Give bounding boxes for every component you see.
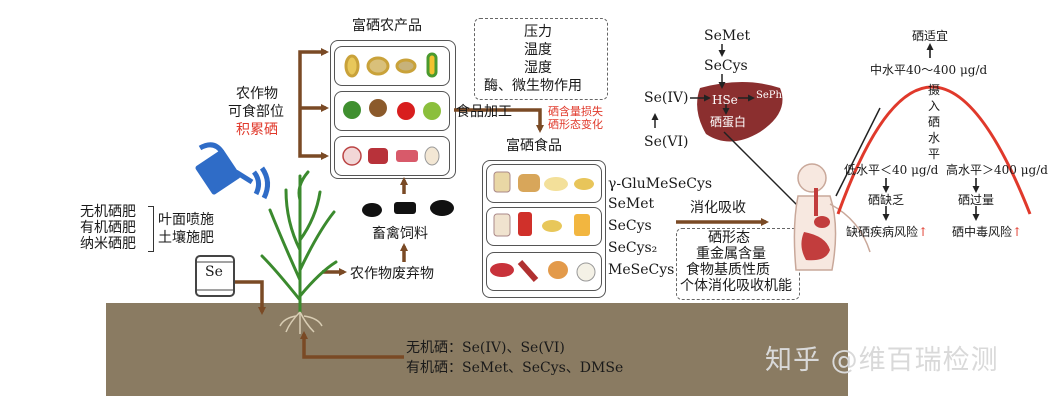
fertilizer-bracket (148, 206, 154, 252)
watering-can-icon (195, 142, 270, 200)
flow-arrows (234, 48, 769, 359)
species-2: SeMet (608, 196, 655, 212)
roots-icon (279, 311, 323, 334)
processing-factor-2: 温度 (524, 42, 552, 58)
intake-axis-5: 平 (928, 147, 941, 161)
fertilizer-bag-icon (195, 255, 235, 297)
edible-part-line1: 农作物 (236, 86, 278, 102)
arrow-to-meat (298, 112, 329, 160)
body-pointer-line (835, 107, 881, 197)
jar-food-icons (493, 212, 590, 237)
intake-axis-3: 硒 (928, 115, 941, 129)
edible-part-line2: 可食部位 (228, 104, 284, 120)
absorption-factor-2: 重金属含量 (696, 246, 766, 262)
intake-deficiency: 硒缺乏 (868, 193, 905, 207)
intake-low-level: 低水平＜40 μg/d (844, 163, 939, 177)
intake-curve (836, 85, 1032, 215)
products-title: 富硒农产品 (352, 18, 422, 34)
arrow-soil-fertilizer (234, 280, 266, 315)
meat-icons (342, 146, 440, 166)
liver-se6: Se(VI) (644, 134, 689, 150)
watermark: 知乎 @维百瑞检测 (765, 345, 999, 376)
plant-icon (260, 170, 338, 314)
liver-icon (697, 82, 783, 142)
meat-food-icons (490, 260, 596, 282)
vegetable-fruit-icons (343, 99, 441, 120)
intake-high-level: 高水平＞400 μg/d (946, 163, 1048, 177)
soil-layer (106, 303, 848, 396)
absorption-factors-box (676, 228, 800, 300)
staple-food-icons (493, 171, 594, 193)
soil-inorganic: 无机硒：Se(IV)、Se(VI) (406, 340, 565, 356)
intake-toxicity-risk: 硒中毒风险↑ (952, 224, 1022, 240)
deficiency-risk-text: 缺硒疾病风险 (846, 225, 919, 239)
species-1: γ-GluMeSeCys (608, 176, 713, 192)
se-bag-label: Se (205, 264, 223, 280)
arrow-to-products (298, 48, 329, 112)
liver-secys: SeCys (704, 58, 748, 74)
loss-note-line2: 硒形态变化 (548, 118, 603, 131)
liver-selenoprotein: 硒蛋白 (710, 115, 747, 129)
soil-organic: 有机硒：SeMet、SeCys、DMSe (406, 360, 624, 376)
feed-label: 畜禽饲料 (372, 226, 428, 242)
intake-axis-2: 入 (928, 99, 941, 113)
deficiency-risk-up-icon: ↑ (918, 225, 929, 239)
digestive-tract-icon (801, 188, 830, 261)
absorption-factor-3: 食物基质性质 (686, 262, 770, 278)
food-processing-label: 食品加工 (456, 104, 512, 120)
toxicity-risk-up-icon: ↑ (1012, 225, 1023, 239)
liver-hse: HSe (712, 93, 738, 107)
toxicity-risk-text: 硒中毒风险 (952, 225, 1013, 239)
liver-semet: SeMet (704, 28, 751, 44)
processing-factor-1: 压力 (524, 24, 552, 40)
grain-icons (344, 52, 438, 78)
species-4: SeCys₂ (608, 240, 658, 256)
processing-factor-3: 湿度 (524, 60, 552, 76)
liver-se4: Se(IV) (644, 90, 689, 106)
intake-mid-level: 中水平40～400 μg/d (870, 63, 988, 77)
digestion-label: 消化吸收 (690, 200, 746, 216)
species-3: SeCys (608, 218, 652, 234)
intake-excess: 硒过量 (958, 193, 995, 207)
application-soil: 土壤施肥 (158, 230, 214, 246)
edible-part-line3: 积累硒 (236, 122, 278, 138)
arrow-from-soil (300, 331, 404, 359)
fertilizer-nano: 纳米硒肥 (80, 236, 136, 252)
processing-factor-4: 酶、微生物作用 (484, 78, 582, 94)
livestock-icons (362, 200, 454, 217)
watermark-band (848, 303, 1056, 396)
arrow-processing (454, 108, 544, 133)
intake-axis-1: 摄 (928, 83, 941, 97)
fertilizer-organic: 有机硒肥 (80, 220, 136, 236)
application-foliar: 叶面喷施 (158, 212, 214, 228)
absorption-factor-1: 硒形态 (708, 230, 750, 246)
fertilizer-inorganic: 无机硒肥 (80, 204, 136, 220)
absorption-factor-4: 个体消化吸收机能 (680, 278, 792, 294)
loss-note-line1: 硒含量损失 (548, 105, 603, 118)
intake-suitable: 硒适宜 (912, 29, 949, 43)
foods-title: 富硒食品 (506, 138, 562, 154)
intake-axis-4: 水 (928, 131, 941, 145)
intake-deficiency-risk: 缺硒疾病风险↑ (846, 224, 928, 240)
waste-label: 农作物废弃物 (350, 266, 434, 282)
processing-factors-box (474, 18, 608, 100)
species-5: MeSeCys (608, 262, 675, 278)
liver-sephn: SePhn (756, 90, 789, 101)
